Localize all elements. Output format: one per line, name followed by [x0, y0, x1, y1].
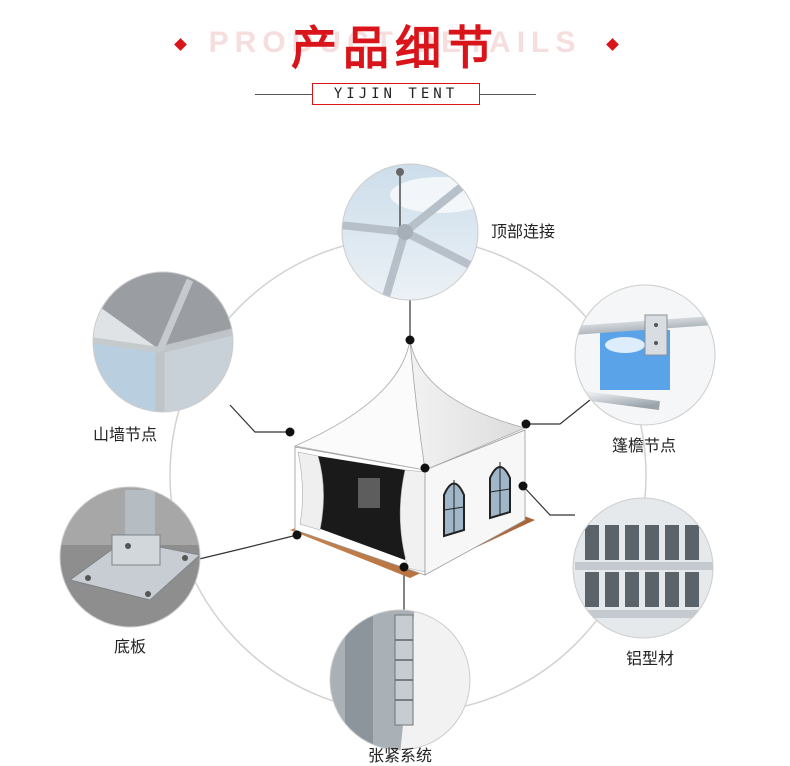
- page-title: 产品细节: [291, 21, 499, 75]
- header: PRODUCT DETAILS 产品细节 YIJIN TENT: [0, 0, 790, 110]
- detail-photo-top: [341, 163, 479, 301]
- connector-dots: [285, 335, 531, 572]
- label-base-plate: 底板: [114, 637, 147, 656]
- detail-photo-tension: [329, 609, 471, 751]
- detail-photo-aluminum: [572, 497, 714, 639]
- label-gable-joint: 山墙节点: [93, 425, 158, 444]
- tent-illustration: [290, 339, 535, 578]
- subtitle-box: YIJIN TENT: [312, 83, 480, 105]
- detail-photo-base: [59, 486, 201, 628]
- subtitle-line-left: [255, 94, 312, 95]
- label-top-connection: 顶部连接: [491, 222, 556, 241]
- label-eave-joint: 篷檐节点: [612, 436, 677, 455]
- connector-lines: [194, 300, 591, 610]
- background-watermark-text: PRODUCT DETAILS: [208, 26, 582, 59]
- subtitle-line-right: [480, 94, 536, 95]
- detail-photo-eave: [574, 284, 716, 426]
- detail-photo-gable: [92, 271, 234, 413]
- label-tension-system: 张紧系统: [368, 746, 433, 765]
- label-aluminum-profile: 铝型材: [626, 649, 675, 668]
